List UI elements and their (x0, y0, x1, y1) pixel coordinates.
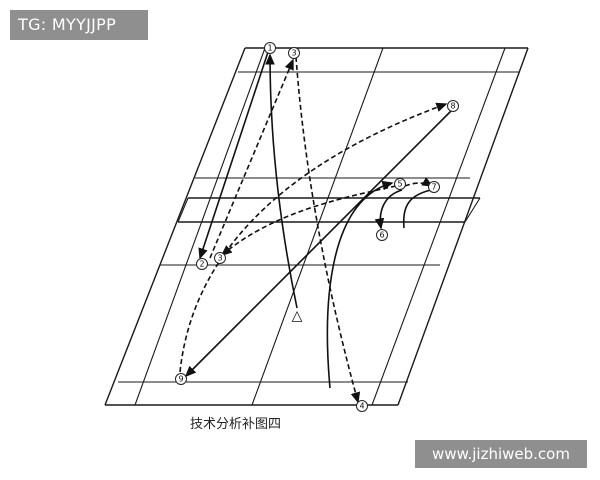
marker-3b: 3 (214, 252, 226, 264)
path-3b-to-8 (179, 102, 448, 373)
path-2-to-3 (209, 58, 294, 259)
court-right-boundary (397, 47, 529, 406)
svg-text:2: 2 (199, 260, 204, 269)
path-3-to-4 (295, 56, 361, 404)
singles-left-line (134, 47, 266, 406)
marker-4: 4 (356, 400, 368, 412)
svg-text:5: 5 (397, 180, 402, 189)
svg-text:8: 8 (450, 102, 455, 111)
marker-7: 7 (428, 181, 440, 193)
svg-text:6: 6 (379, 231, 384, 240)
court-left-boundary (104, 47, 246, 406)
start-triangle-icon: △ (292, 308, 303, 324)
path-start-to-1 (265, 53, 298, 309)
marker-3: 3 (288, 47, 300, 59)
marker-2: 2 (196, 258, 208, 270)
markers: 1 2 3 3 4 5 6 7 8 9 △ (175, 42, 459, 412)
svg-text:7: 7 (431, 183, 436, 192)
watermark-top: TG: MYYJJPP (10, 10, 148, 40)
svg-text:3: 3 (217, 254, 222, 263)
marker-5: 5 (394, 178, 406, 190)
path-7-down (402, 189, 432, 229)
path-8-to-9 (184, 109, 453, 378)
path-5-to-3b (220, 185, 397, 257)
svg-text:3: 3 (291, 49, 296, 58)
marker-1: 1 (264, 42, 276, 54)
shot-paths (179, 51, 453, 404)
path-to-6 (374, 189, 403, 230)
marker-8: 8 (447, 100, 459, 112)
path-1-to-2 (198, 51, 269, 260)
svg-text:4: 4 (359, 402, 364, 411)
net-left-post (177, 197, 189, 223)
diagram-caption: 技术分析补图四 (190, 417, 281, 432)
watermark-bottom: www.jizhiweb.com (415, 440, 587, 468)
svg-text:1: 1 (267, 44, 272, 53)
net-right-post (464, 197, 481, 223)
marker-6: 6 (376, 229, 388, 241)
singles-right-line (371, 47, 506, 406)
path-to-7 (404, 177, 434, 187)
svg-text:9: 9 (178, 375, 183, 384)
marker-9: 9 (175, 373, 187, 385)
court-lines (104, 47, 529, 406)
path-bottom-to-5 (326, 180, 394, 389)
